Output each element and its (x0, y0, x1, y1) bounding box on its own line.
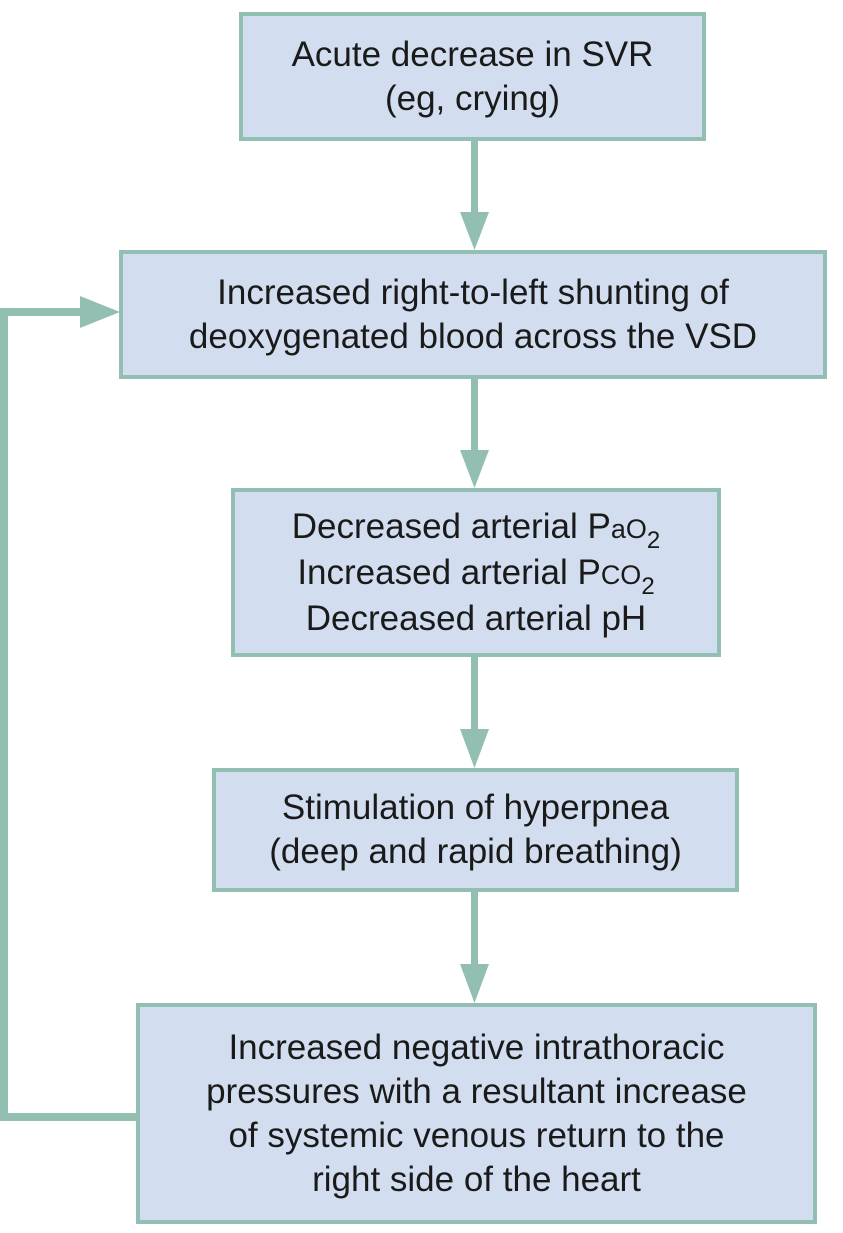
box4-line2: (deep and rapid breathing) (269, 832, 682, 871)
arrow-head-2 (460, 450, 489, 488)
box3-line1-gas-tail: O (625, 513, 647, 544)
arrow-shaft-4 (471, 891, 478, 966)
arrow-head-1 (460, 212, 489, 250)
box5-line1: Increased negative intrathoracic (228, 1027, 725, 1067)
arrow-head-3 (460, 729, 489, 768)
box-intrathoracic-pressures: Increased negative intrathoracic pressur… (136, 1003, 817, 1224)
box3-line2-subscript: 2 (641, 572, 655, 600)
box3-line1-gas: a (610, 513, 626, 544)
box3-line3: Decreased arterial pH (305, 598, 647, 638)
box3-line1: Decreased arterial PaO2 (291, 505, 661, 554)
box5-line3: of systemic venous return to the (228, 1115, 725, 1155)
box-acute-decrease-svr: Acute decrease in SVR (eg, crying) (239, 12, 706, 141)
arrow-shaft-1 (471, 140, 478, 214)
box3-line1-prefix: Decreased arterial P (291, 506, 611, 546)
box2-line1: Increased right-to-left shunting of (217, 272, 729, 312)
box-blood-gas-changes: Decreased arterial PaO2 Increased arteri… (231, 488, 721, 657)
box3-line2: Increased arterial PCO2 (297, 551, 655, 600)
arrow-shaft-3 (471, 656, 478, 731)
box-hyperpnea: Stimulation of hyperpnea (deep and rapid… (212, 768, 739, 892)
loop-top-segment (0, 308, 84, 316)
loop-bottom-segment (0, 1113, 138, 1121)
box3-line2-prefix: Increased arterial P (297, 552, 601, 592)
loop-arrow-head (80, 296, 120, 328)
loop-vertical-segment (0, 308, 8, 1121)
box1-line1: Acute decrease in SVR (291, 34, 654, 74)
box3-line2-gas: CO (600, 559, 642, 590)
box3-line1-subscript: 2 (646, 526, 661, 554)
box5-line4: right side of the heart (312, 1159, 641, 1199)
box5-line2: pressures with a resultant increase (206, 1071, 747, 1111)
box2-line2: deoxygenated blood across the VSD (188, 316, 758, 356)
box-right-to-left-shunting: Increased right-to-left shunting of deox… (119, 250, 827, 379)
arrow-shaft-2 (471, 378, 478, 452)
box4-line1: Stimulation of hyperpnea (281, 788, 670, 827)
arrow-head-4 (460, 964, 489, 1003)
box1-line2: (eg, crying) (384, 78, 561, 118)
